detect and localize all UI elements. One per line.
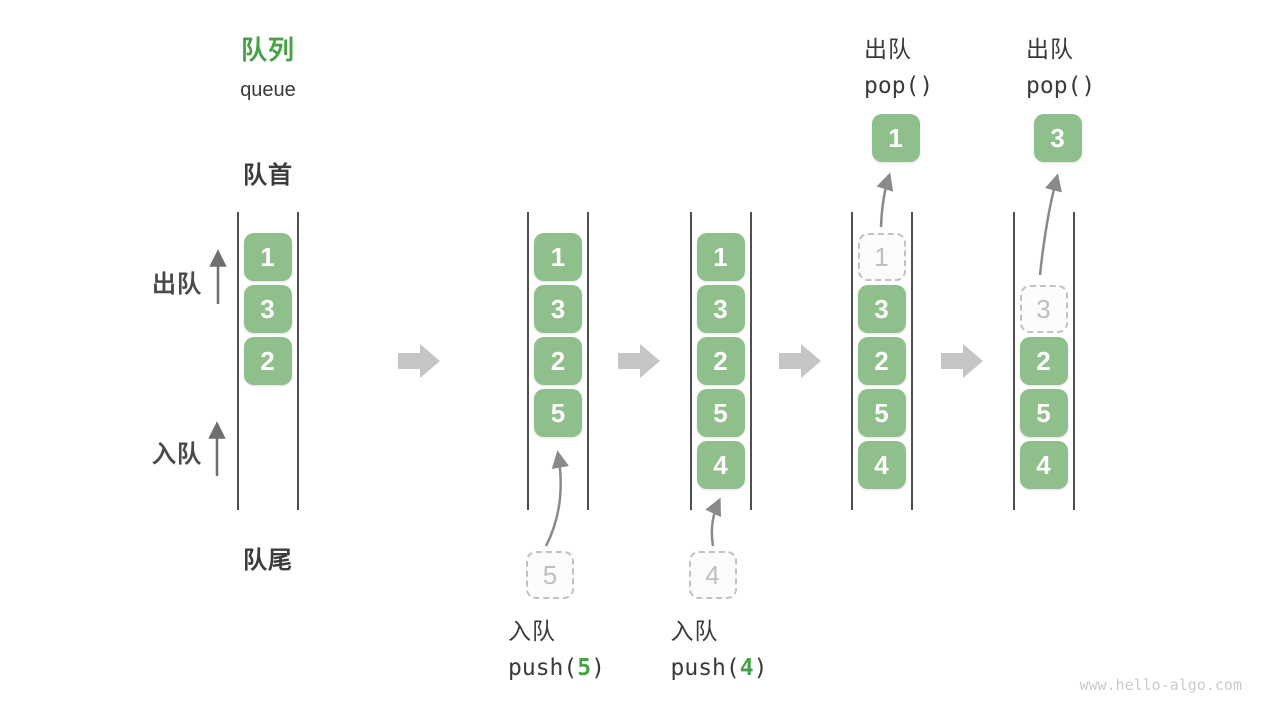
- operation-label-zh: 出队: [1026, 36, 1074, 62]
- queue-cell: 3: [696, 285, 745, 333]
- watermark: www.hello-algo.com: [1079, 676, 1242, 694]
- queue-cell: 4: [696, 441, 745, 489]
- queue-cell: 4: [857, 441, 906, 489]
- queue-cell: 2: [243, 337, 292, 385]
- diagram-title-zh: 队列: [240, 35, 295, 65]
- queue-cell: 2: [857, 337, 906, 385]
- dequeue-operation-label: 出队 pop(): [1026, 30, 1095, 99]
- queue-cell: 3: [857, 285, 906, 333]
- operation-code-arg: 5: [577, 655, 592, 681]
- enqueue-4-arrow: [705, 497, 721, 547]
- queue-wall: [1072, 212, 1075, 510]
- operation-label-zh: 入队: [508, 618, 556, 644]
- queue-rear-label: 队尾: [243, 547, 293, 574]
- operation-code: push(4): [671, 655, 768, 681]
- queue-wall: [236, 212, 239, 510]
- operation-code-fn: push(: [670, 655, 740, 681]
- dequeue-3-arrow: [1038, 173, 1062, 276]
- queue-cell: 1: [534, 233, 582, 281]
- operation-code: push(5): [508, 655, 605, 681]
- operation-code-fn: pop(): [1026, 73, 1096, 99]
- title-block: 队列 queue: [208, 30, 328, 102]
- queue-wall: [1012, 212, 1015, 510]
- queue-cell: 1: [696, 233, 745, 281]
- state-transition-arrow-4: [941, 344, 983, 378]
- queue-cell-dashed: 3: [1019, 285, 1068, 333]
- queue-wall: [296, 212, 299, 510]
- queue-cell: 5: [857, 389, 906, 437]
- operation-code-fn: push(: [508, 655, 578, 681]
- state-transition-arrow-1: [398, 344, 440, 378]
- dequeue-side-label: 出队: [152, 271, 202, 298]
- state-transition-arrow-3: [779, 344, 821, 378]
- operation-code-fn: pop(): [864, 73, 934, 99]
- operation-code-arg: 4: [739, 655, 754, 681]
- queue-cell: 5: [534, 389, 582, 437]
- queue-wall: [910, 212, 913, 510]
- enqueue-operation-label: 入队 push(4): [671, 612, 768, 681]
- queue-cell: 2: [696, 337, 745, 385]
- queue-cell: 5: [1019, 389, 1068, 437]
- diagram-title-en: queue: [240, 79, 296, 101]
- popped-item-box: 3: [1033, 114, 1082, 162]
- operation-code-close: ): [753, 655, 768, 681]
- enqueue-operation-label: 入队 push(5): [508, 612, 605, 681]
- queue-wall: [587, 212, 589, 510]
- queue-wall: [850, 212, 853, 510]
- queue-cell-dashed: 1: [857, 233, 906, 281]
- queue-cell: 5: [696, 389, 745, 437]
- queue-cell: 3: [243, 285, 292, 333]
- queue-cell: 2: [534, 337, 582, 385]
- operation-code: pop(): [1026, 73, 1095, 99]
- operation-label-zh: 入队: [670, 618, 719, 644]
- queue-cell: 2: [1019, 337, 1068, 385]
- queue-wall: [689, 212, 692, 510]
- queue-front-label: 队首: [243, 162, 293, 189]
- popped-item-box: 1: [871, 114, 920, 162]
- dequeue-1-arrow: [876, 172, 894, 228]
- enqueue-side-label: 入队: [152, 441, 202, 468]
- queue-cell: 3: [534, 285, 582, 333]
- operation-code-close: ): [591, 655, 605, 681]
- queue-wall: [527, 212, 529, 510]
- operation-code: pop(): [864, 73, 933, 99]
- queue-cell: 1: [243, 233, 292, 281]
- queue-wall: [749, 212, 752, 510]
- incoming-item-box: 4: [688, 551, 737, 599]
- enqueue-5-arrow: [544, 450, 570, 547]
- operation-label-zh: 出队: [864, 36, 912, 62]
- state-transition-arrow-2: [618, 344, 660, 378]
- incoming-item-box: 5: [526, 551, 574, 599]
- queue-cell: 4: [1019, 441, 1068, 489]
- dequeue-operation-label: 出队 pop(): [864, 30, 933, 99]
